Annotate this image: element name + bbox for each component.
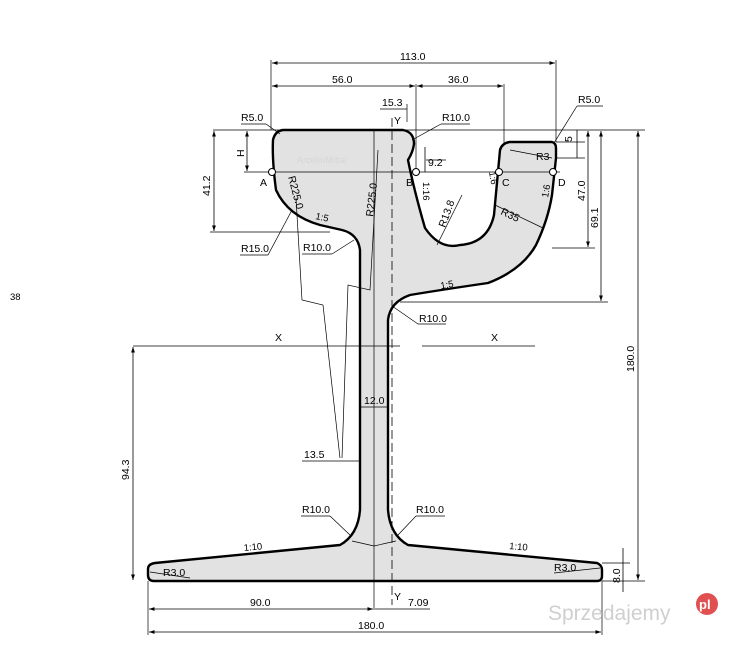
radius-r225-b: R225.0 [364, 182, 380, 217]
dim-180-width: 180.0 [358, 620, 384, 632]
point-a-label: A [260, 177, 267, 189]
point-c-label: C [502, 177, 510, 189]
slope-foot-left: 1:10 [243, 541, 262, 554]
dim-8: 8.0 [611, 568, 623, 583]
point-b [412, 168, 420, 176]
point-d [549, 168, 557, 176]
dim-90: 90.0 [250, 597, 271, 609]
dim-69-1: 69.1 [589, 207, 601, 228]
axis-x-right-label: X [491, 332, 498, 344]
dim-9-2: 9.2 [428, 157, 443, 169]
point-b-label: B [406, 177, 413, 189]
slope-b: 1:16 [420, 182, 431, 201]
dim-113: 113.0 [400, 51, 426, 63]
radius-r10-foot-right: R10.0 [416, 504, 444, 516]
dim-7-09: 7.09 [408, 597, 429, 609]
watermark: Sprzedajemy pl [548, 593, 718, 625]
dim-15-3: 15.3 [382, 97, 403, 109]
dim-47: 47.0 [576, 180, 588, 201]
point-a [268, 168, 276, 176]
dim-h: H [235, 149, 247, 157]
axis-y-top-label: Y [394, 115, 401, 127]
point-c [495, 168, 503, 176]
brand-mark: ArcelorMittal [297, 155, 347, 165]
watermark-logo: pl [699, 597, 711, 612]
dim-5: 5 [563, 136, 575, 142]
dim-56: 56.0 [332, 74, 353, 86]
radius-r5-left: R5.0 [241, 112, 263, 124]
slope-head: 1:5 [314, 211, 329, 225]
slope-d: 1:6 [540, 184, 553, 199]
radius-r15: R15.0 [241, 243, 269, 255]
dim-94-3: 94.3 [120, 459, 132, 480]
axis-x-left-label: X [275, 332, 282, 344]
page-number: 38 [10, 292, 21, 303]
dim-41-2: 41.2 [201, 175, 213, 196]
radius-r10-web-left: R10.0 [303, 242, 331, 254]
point-d-label: D [558, 177, 566, 189]
radius-r10-top: R10.0 [442, 112, 470, 124]
r225-left-leader [295, 197, 341, 459]
slope-flange: 1:5 [440, 279, 455, 292]
radius-r13-8: R13.8 [437, 198, 458, 229]
rail-profile [146, 128, 604, 583]
dim-36: 36.0 [448, 74, 469, 86]
radius-r3-foot-right: R3.0 [554, 562, 576, 574]
slope-c: 1:6 [486, 171, 499, 186]
watermark-text: Sprzedajemy [548, 602, 671, 625]
slope-foot-right: 1:10 [509, 541, 528, 554]
axis-y-bottom-label: Y [394, 591, 401, 603]
dim-13-5: 13.5 [304, 449, 325, 461]
dim-180-height: 180.0 [625, 346, 637, 372]
watermark-logo-icon [696, 593, 718, 615]
radius-r10-foot-left: R10.0 [302, 504, 330, 516]
radius-r5-right: R5.0 [578, 94, 600, 106]
radius-r3-top: R3 [536, 151, 550, 163]
radius-r10-web-right: R10.0 [419, 313, 447, 325]
radius-r3-foot-left: R3.0 [163, 567, 185, 579]
